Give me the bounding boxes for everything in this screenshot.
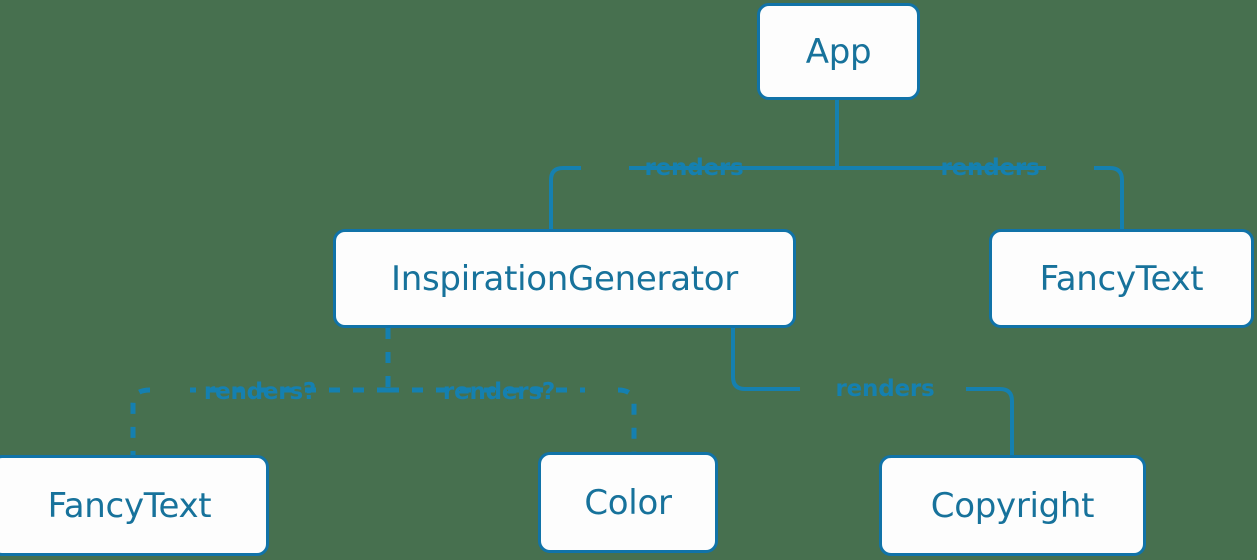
- node-copyright[interactable]: Copyright: [879, 455, 1146, 556]
- node-color[interactable]: Color: [538, 452, 718, 553]
- node-app[interactable]: App: [757, 3, 920, 100]
- edge-inspgen-to-copyright-2: [966, 387, 1014, 455]
- edge-inspgen-to-fancytext2: [130, 387, 151, 455]
- node-fancytext-bottom[interactable]: FancyText: [0, 455, 269, 556]
- edge-label-app-inspirationgenerator: renders: [644, 155, 744, 181]
- edge-app-to-fancytext: [1109, 166, 1124, 229]
- edge-inspgen-to-color: [617, 387, 637, 452]
- edge-app-to-inspgen: [549, 166, 564, 229]
- node-copyright-label: Copyright: [930, 485, 1095, 526]
- edge-label-app-fancytext: renders: [940, 155, 1040, 181]
- node-app-label: App: [805, 31, 872, 72]
- node-inspirationgenerator-label: InspirationGenerator: [391, 258, 738, 299]
- node-fancytext-top[interactable]: FancyText: [989, 229, 1254, 328]
- node-fancytext-bottom-label: FancyText: [47, 485, 212, 526]
- edge-label-inspirationgenerator-color: renders?: [442, 379, 556, 405]
- node-inspirationgenerator[interactable]: InspirationGenerator: [333, 229, 796, 328]
- node-fancytext-top-label: FancyText: [1039, 258, 1204, 299]
- edge-label-inspirationgenerator-fancytext: renders?: [203, 379, 317, 405]
- edge-inspgen-to-copyright: [731, 328, 800, 391]
- node-color-label: Color: [584, 482, 672, 523]
- edge-label-inspirationgenerator-copyright: renders: [835, 376, 935, 402]
